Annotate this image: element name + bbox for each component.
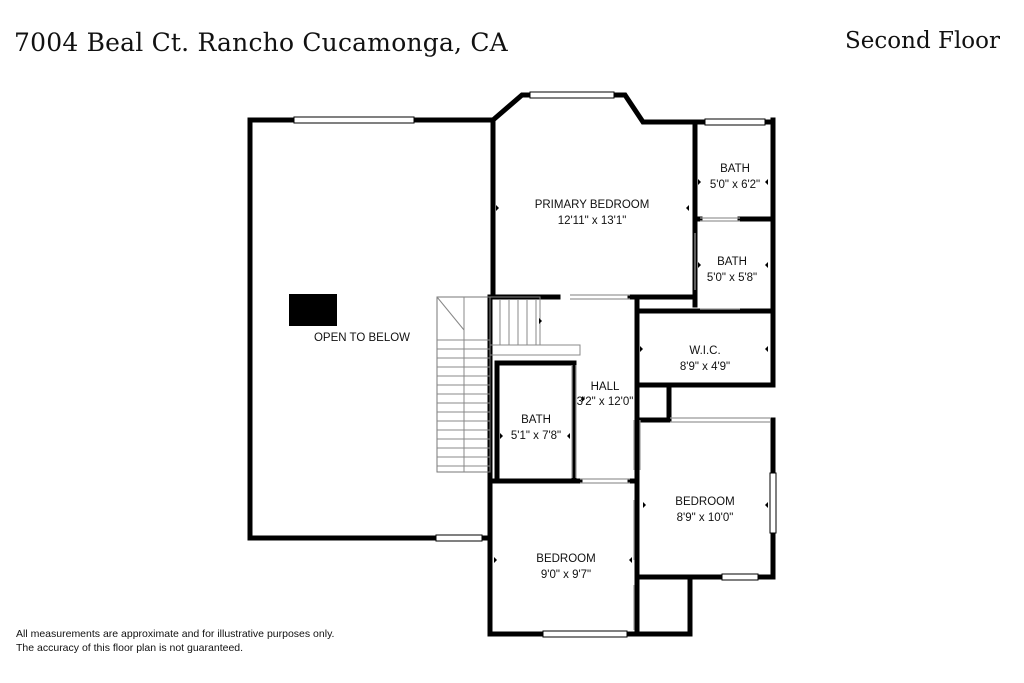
- dimension-marker: [500, 433, 503, 439]
- dimension-marker: [765, 262, 768, 268]
- door-openings: [570, 217, 770, 630]
- windows: [293, 91, 777, 638]
- dimension-marker: [629, 557, 632, 563]
- dimension-markers: [494, 179, 768, 563]
- disclaimer-line-2: The accuracy of this floor plan is not g…: [16, 641, 244, 654]
- dimension-marker: [765, 502, 768, 508]
- disclaimer: All measurements are approximate and for…: [16, 628, 334, 655]
- dimension-marker: [686, 205, 689, 211]
- room-dims-bath-1: 5'0" x 6'2": [710, 179, 760, 191]
- dimension-marker: [643, 502, 646, 508]
- dimension-marker: [567, 433, 570, 439]
- dimension-marker: [582, 396, 585, 402]
- dimension-marker: [698, 179, 701, 185]
- dimension-marker: [494, 557, 497, 563]
- dimension-marker: [640, 346, 643, 352]
- dimension-marker: [698, 262, 701, 268]
- property-address: 7004 Beal Ct. Rancho Cucamonga, CA: [14, 28, 508, 57]
- room-name-bath-3: BATH: [521, 414, 551, 426]
- room-labels: OPEN TO BELOW PRIMARY BEDROOM 12'11" x 1…: [314, 163, 760, 581]
- dimension-marker: [765, 346, 768, 352]
- room-dims-wic: 8'9" x 4'9": [680, 361, 730, 373]
- dimension-marker: [496, 205, 499, 211]
- room-dims-bath-3: 5'1" x 7'8": [511, 430, 561, 442]
- room-name-open-to-below: OPEN TO BELOW: [314, 332, 410, 344]
- room-dims-hall: 3'2" x 12'0": [577, 396, 634, 408]
- disclaimer-line-1: All measurements are approximate and for…: [16, 628, 335, 640]
- room-dims-bedroom-1: 8'9" x 10'0": [677, 512, 734, 524]
- room-dims-primary-bedroom: 12'11" x 13'1": [558, 215, 627, 227]
- room-name-bath-2: BATH: [717, 256, 747, 268]
- room-name-bedroom-1: BEDROOM: [675, 496, 734, 508]
- open-to-below-block: [289, 294, 337, 326]
- room-name-hall: HALL: [591, 381, 620, 393]
- room-name-wic: W.I.C.: [689, 345, 720, 357]
- room-dims-bedroom-2: 9'0" x 9'7": [541, 569, 591, 581]
- stairs: [436, 296, 581, 473]
- room-name-bath-1: BATH: [720, 163, 750, 175]
- room-dims-bath-2: 5'0" x 5'8": [707, 272, 757, 284]
- dimension-marker: [539, 318, 542, 324]
- room-name-bedroom-2: BEDROOM: [536, 553, 595, 565]
- dimension-marker: [765, 179, 768, 185]
- floor-label: Second Floor: [845, 28, 1000, 54]
- room-name-primary-bedroom: PRIMARY BEDROOM: [535, 199, 650, 211]
